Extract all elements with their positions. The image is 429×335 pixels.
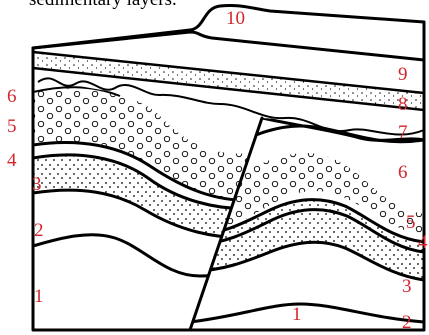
label-right-6: 6 <box>398 162 408 183</box>
label-left-3: 3 <box>32 174 42 195</box>
right-contact-5-4 <box>190 198 424 244</box>
label-right-5: 5 <box>406 212 416 233</box>
label-top-10: 10 <box>226 8 245 29</box>
label-left-5: 5 <box>7 116 17 137</box>
label-bottom-1: 1 <box>292 304 302 325</box>
surface-layer-10-top <box>31 4 426 50</box>
layer-8-erosion-surface <box>37 77 425 136</box>
caption: sedimentary layers. <box>29 0 177 10</box>
label-left-2: 2 <box>34 220 44 241</box>
label-right-9: 9 <box>398 64 408 85</box>
label-right-8: 8 <box>398 94 408 115</box>
label-right-3: 3 <box>402 276 412 297</box>
right-layer-5-circle-fill <box>190 153 424 236</box>
label-left-6: 6 <box>7 86 17 107</box>
right-layer-6-contact <box>260 118 424 142</box>
layer-10-bottom <box>31 30 426 62</box>
left-contact-4-3 <box>33 153 262 211</box>
left-contact-5-4 <box>33 141 262 203</box>
right-contact-2-1 <box>190 302 424 324</box>
label-right-2: 2 <box>402 312 412 333</box>
left-layer-6-top <box>33 86 121 97</box>
left-layer-3-dot-fill <box>33 156 262 238</box>
layer-number-labels: 10 9 8 7 6 5 4 3 2 1 6 5 4 3 2 1 <box>7 8 428 333</box>
left-layer-5-circle-fill <box>33 88 262 201</box>
block-frame <box>31 20 426 332</box>
right-contact-4-3 <box>190 208 424 254</box>
right-contact-3-2 <box>190 240 424 282</box>
label-left-1: 1 <box>34 286 44 307</box>
label-right-4: 4 <box>418 232 428 253</box>
fault-line <box>188 116 264 332</box>
label-right-7: 7 <box>398 122 408 143</box>
label-left-4: 4 <box>7 150 17 171</box>
